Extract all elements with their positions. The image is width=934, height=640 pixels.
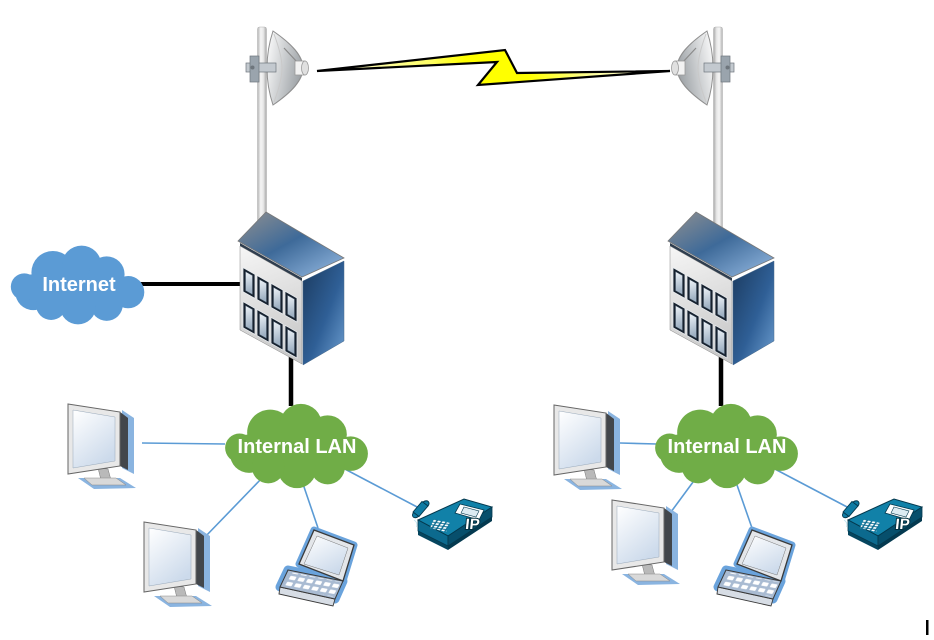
lan-right-label: Internal LAN (668, 436, 787, 458)
edge-artifact (926, 620, 929, 635)
lan-link-phone-left (340, 466, 420, 509)
antenna-left (245, 26, 309, 241)
antenna-dish (266, 30, 304, 106)
lan-link-laptop-right (736, 484, 753, 529)
building-windows (242, 267, 298, 359)
monitor-left-2 (143, 521, 213, 608)
lan-links-left (141, 442, 420, 539)
monitor-right-2 (611, 499, 681, 586)
lan-left-label: Internal LAN (238, 436, 357, 458)
antenna-feed-horn (294, 60, 309, 76)
lan-link-laptop-left (302, 483, 319, 529)
ip-phone-right-label: IP (894, 516, 910, 533)
antenna-mount-bracket (245, 55, 277, 83)
ip-phone-right (840, 498, 923, 551)
lan-links-right (619, 442, 850, 529)
lan-link-monitor2-left (203, 476, 264, 539)
lan-link-monitor1-left (141, 442, 226, 445)
ip-phone-left (410, 498, 493, 551)
building-right (667, 211, 775, 366)
internet-label: Internet (42, 274, 116, 296)
building-roof (237, 211, 345, 278)
laptop-left (279, 530, 354, 606)
lightning-bolt-icon (316, 48, 671, 87)
monitor-right-1 (553, 404, 623, 491)
antenna-dish-rim (273, 33, 283, 103)
antenna-strut (283, 47, 299, 64)
lan-link-monitor1-right (619, 442, 658, 445)
building-side-face (302, 260, 345, 366)
antenna-right (670, 26, 735, 241)
monitor-left-1 (67, 403, 137, 490)
ip-phone-left-label: IP (464, 516, 480, 533)
lan-link-monitor2-right (667, 477, 697, 517)
building-left (237, 211, 345, 366)
lan-link-phone-right (770, 466, 850, 509)
laptop-right (717, 530, 792, 606)
